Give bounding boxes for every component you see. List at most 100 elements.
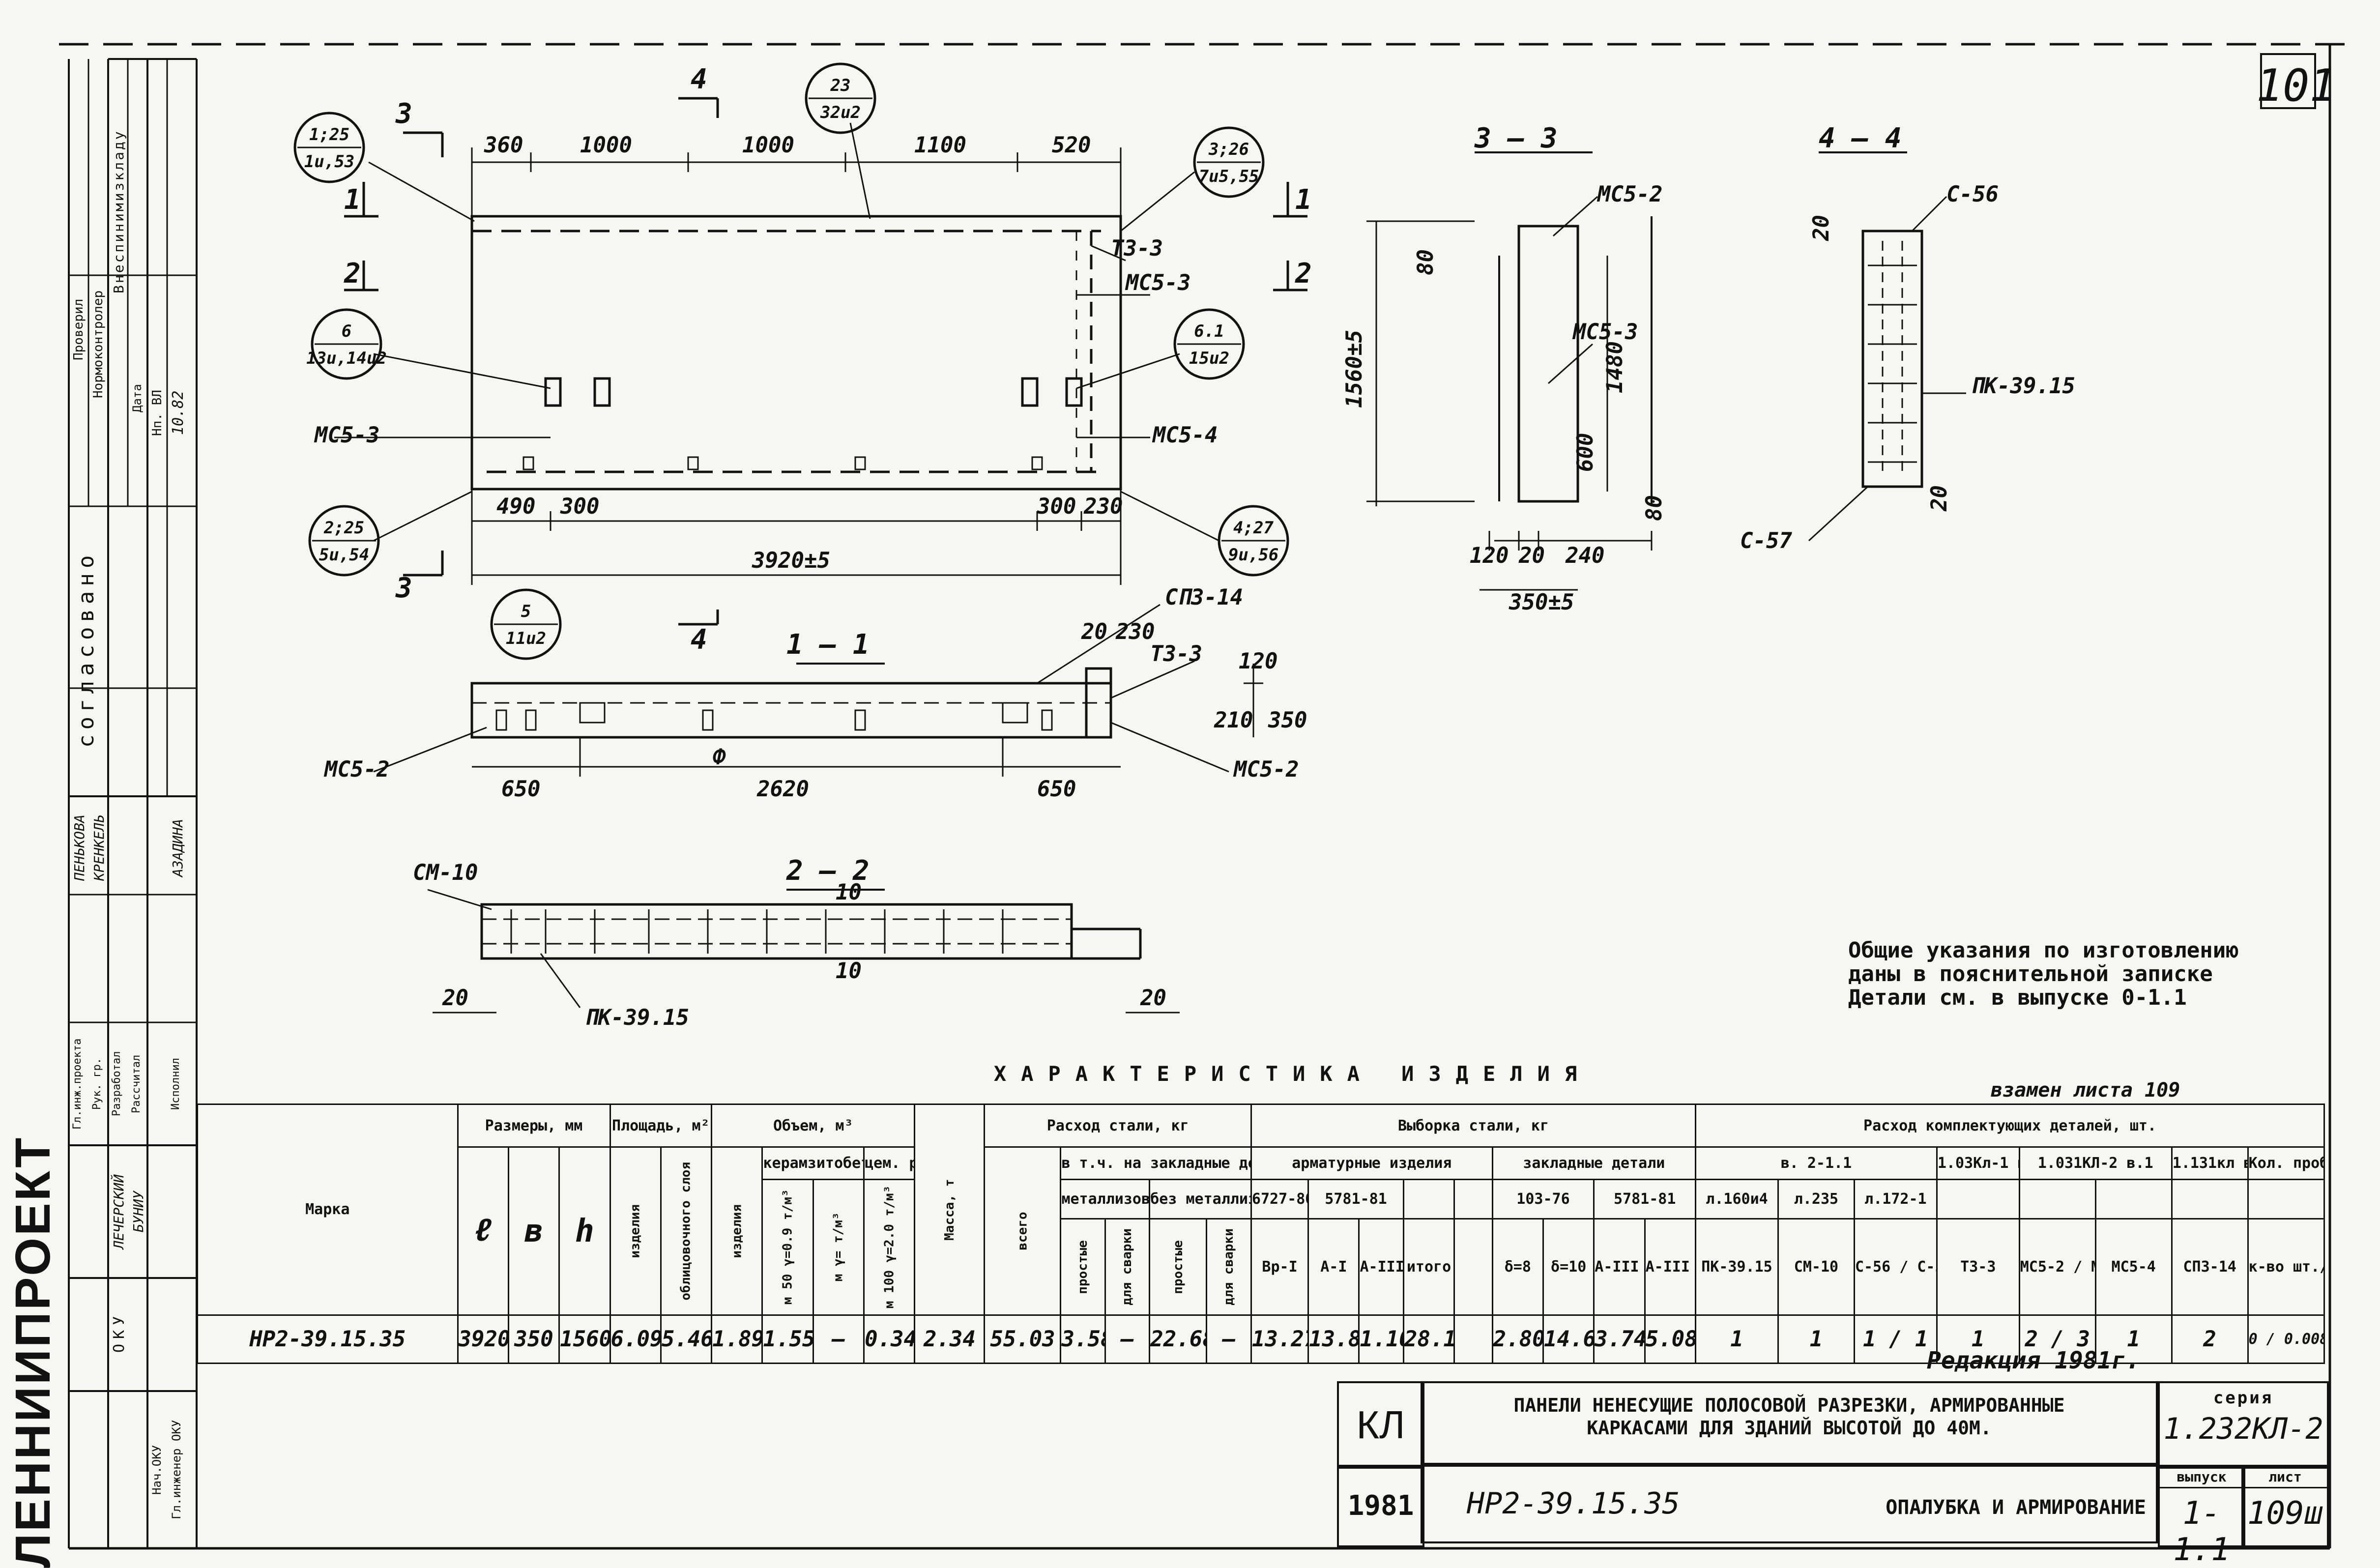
plan-dim-4: 1100 bbox=[914, 133, 966, 158]
col-a3f10: А-III ф10 bbox=[1593, 1218, 1646, 1316]
cell-area-product: 6.09 bbox=[609, 1314, 662, 1365]
cell-steel-m1: 3.58 bbox=[1060, 1314, 1106, 1365]
title-block-sheet: 109ш bbox=[2247, 1495, 2323, 1532]
cell-l: 3920 bbox=[457, 1314, 509, 1365]
left-stamp-grid bbox=[68, 58, 198, 1548]
callout-7-top: 4;27 bbox=[1233, 518, 1274, 538]
col-comp-sub-1: л.160и4 bbox=[1695, 1178, 1779, 1220]
col-comp-group-2: 1.03Кл-1 в.2-1 bbox=[1936, 1146, 2020, 1180]
col-a3: А-III bbox=[1358, 1218, 1404, 1316]
section-3-width-1: 120 bbox=[1470, 543, 1509, 568]
cell-vol-m50: 1.55 bbox=[761, 1314, 814, 1365]
cell-tz3: 1 bbox=[1936, 1314, 2020, 1365]
section-1-title: 1 — 1 bbox=[786, 629, 870, 661]
cell-area-facing: 5.46 bbox=[660, 1314, 713, 1365]
section-mark-4b: 4 bbox=[691, 624, 707, 656]
col-gost-5: 5781-81 bbox=[1593, 1178, 1697, 1220]
table-header-mass: Масса, т bbox=[914, 1104, 985, 1315]
section-2-title: 2 — 2 bbox=[786, 855, 870, 887]
section-1-label-sp314: СП3-14 bbox=[1165, 585, 1243, 610]
cell-steel-m2: — bbox=[1104, 1314, 1151, 1365]
section-mark-3b: 3 bbox=[395, 572, 412, 604]
revision-note: Редакция 1981г. bbox=[1927, 1347, 2140, 1374]
cell-vol-product: 1.89 bbox=[711, 1314, 763, 1365]
col-comp-sub-3: л.172-1 bbox=[1853, 1178, 1938, 1220]
note-line-3: Детали см. в выпуске 0-1.1 bbox=[1848, 985, 2187, 1010]
col-pk: ПК-39.15 bbox=[1695, 1218, 1779, 1316]
cell-mass: 2.34 bbox=[914, 1314, 986, 1365]
plan-bottom-dim-4: 230 bbox=[1083, 494, 1123, 519]
section-mark-1b: 1 bbox=[1295, 184, 1312, 216]
col-steel-m1: простые bbox=[1060, 1219, 1105, 1315]
callout-4-bottom: 13u,14u2 bbox=[306, 348, 387, 368]
section-1-dim-1: 650 bbox=[501, 777, 540, 802]
title-block-sheet-title: ОПАЛУБКА И АРМИРОВАНИЕ bbox=[1886, 1496, 2146, 1519]
cell-d8: 2.80 bbox=[1491, 1314, 1544, 1365]
stamp-head-oky: Нач.ОКУ bbox=[150, 1445, 164, 1495]
callout-5-bottom: 15u2 bbox=[1189, 348, 1229, 368]
col-mc54: МС5-4 bbox=[2094, 1218, 2173, 1316]
col-a3f14: А-III ф14 bbox=[1644, 1218, 1697, 1316]
table-row: НР2-39.15.35 3920 350 1560 6.09 5.46 1.8… bbox=[197, 1314, 2325, 1365]
cell-c56: 1 bbox=[1863, 1326, 1876, 1352]
callout-3-top: 3;26 bbox=[1208, 140, 1249, 159]
cell-mc52-mc53: 2 / 3 bbox=[2018, 1314, 2096, 1365]
title-block-sheet-cell: лист 109ш bbox=[2241, 1465, 2329, 1547]
section-4-dim-1: 20 bbox=[1809, 215, 1834, 241]
cell-d10: 14.64 bbox=[1542, 1314, 1595, 1365]
col-gost-3 bbox=[1402, 1178, 1455, 1220]
section-1-dim-3: 650 bbox=[1037, 777, 1076, 802]
col-gost-2: 5781-81 bbox=[1307, 1178, 1404, 1220]
title-block-description: ПАНЕЛИ НЕНЕСУЩИЕ ПОЛОСОВОЙ РАЗРЕЗКИ, АРМ… bbox=[1421, 1381, 2158, 1465]
section-mark-2b: 2 bbox=[1295, 258, 1312, 290]
callout-7-bottom: 9u,56 bbox=[1228, 545, 1278, 565]
plan-bottom-dim-2: 300 bbox=[560, 494, 599, 519]
col-mc52-mc53: МС5-2 / МС5-3 bbox=[2018, 1218, 2096, 1316]
section-1-label-mc52-right: МС5-2 bbox=[1233, 757, 1299, 782]
drawing-plan-elevation: 360 1000 1000 1100 520 490 300 300 230 3… bbox=[293, 62, 2075, 1030]
section-1-label-mc52-left: МС5-2 bbox=[323, 757, 389, 782]
section-2-dim-4: 10 bbox=[836, 958, 862, 984]
section-1-phi: Ф bbox=[713, 745, 726, 770]
col-a1: А-I bbox=[1307, 1218, 1360, 1316]
cell-c56-c57: 1 / 1 bbox=[1853, 1314, 1938, 1365]
section-2-dim-3: 10 bbox=[836, 880, 862, 905]
col-d8: δ=8 bbox=[1491, 1218, 1544, 1316]
cell-a3f14: 5.08 bbox=[1644, 1314, 1697, 1365]
section-4-label-c56: С-56 bbox=[1946, 182, 1999, 207]
plan-bottom-dim-1: 490 bbox=[496, 494, 535, 519]
callout-6-bottom: 5u,54 bbox=[319, 545, 369, 565]
col-comp-group-3: 1.031КЛ-2 в.1 bbox=[2018, 1146, 2173, 1180]
table-header-area: Площадь, м² bbox=[609, 1103, 713, 1148]
col-vol-keramzit: керамзитобетона bbox=[761, 1146, 865, 1180]
table-header-volume: Объем, м³ bbox=[711, 1103, 916, 1148]
col-d10: δ=10 bbox=[1542, 1218, 1595, 1316]
section-3-inner-2: 600 bbox=[1573, 433, 1598, 472]
col-vol-m: м γ= т/м³ bbox=[813, 1179, 864, 1315]
table-header-sizes: Размеры, мм bbox=[457, 1103, 611, 1148]
plan-dim-3: 1000 bbox=[742, 133, 794, 158]
cell-mc54: 1 bbox=[2094, 1314, 2173, 1365]
section-3-width-2: 20 bbox=[1518, 543, 1545, 568]
section-mark-2a: 2 bbox=[344, 258, 361, 290]
title-block-mark: НР2-39.15.35 bbox=[1467, 1486, 1680, 1521]
col-vol-product: изделия bbox=[711, 1147, 762, 1315]
col-c56-c57: С-56 / С-57 bbox=[1853, 1218, 1938, 1316]
section-3-height: 1560±5 bbox=[1342, 330, 1367, 408]
col-vol-m100: м 100 γ=2.0 т/м³ bbox=[864, 1179, 915, 1315]
section-2-dim-2: 20 bbox=[1140, 986, 1166, 1011]
section-3-inner-1: 1480 bbox=[1602, 341, 1627, 393]
col-steel-total: всего bbox=[984, 1147, 1061, 1315]
product-characteristics-table: Марка Размеры, мм Площадь, м² Объем, м³ … bbox=[197, 1103, 2325, 1365]
callout-5-top: 6.1 bbox=[1194, 321, 1224, 341]
col-h: h bbox=[558, 1146, 611, 1316]
table-header-components: Расход комплектующих деталей, шт. bbox=[1695, 1103, 2325, 1148]
plan-dim-1: 360 bbox=[484, 133, 523, 158]
col-l: ℓ bbox=[457, 1146, 509, 1316]
plan-bottom-dim-3: 300 bbox=[1037, 494, 1076, 519]
plan-label-mc54: МС5-4 bbox=[1152, 423, 1218, 448]
plan-label-tz3: ТЗ-3 bbox=[1111, 236, 1163, 261]
callout-4-top: 6 bbox=[342, 321, 351, 341]
cell-b: 350 bbox=[507, 1314, 560, 1365]
section-1-side-dim-5: 350 bbox=[1268, 708, 1307, 733]
